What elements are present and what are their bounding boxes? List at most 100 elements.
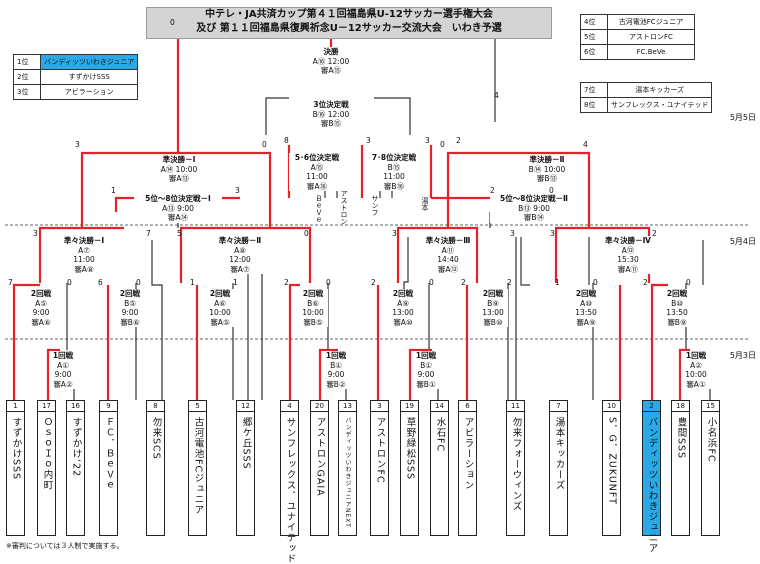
match-court: B⑥ bbox=[307, 298, 319, 308]
match-title: 2回戦 bbox=[482, 289, 504, 298]
match-time: 9:00 bbox=[327, 370, 345, 379]
match-referee: 審B⑮ bbox=[320, 119, 342, 128]
match-title: 準々決勝－Ⅳ bbox=[605, 236, 651, 245]
team-name: 勿来フォーウィンズ bbox=[510, 417, 522, 512]
match-title: 準々決勝－Ⅱ bbox=[218, 236, 262, 245]
team-name: 湯本キッカーズ bbox=[553, 417, 565, 491]
team-name: アビラーション bbox=[462, 417, 474, 491]
team-name: 豊間SSS bbox=[675, 417, 687, 460]
score-label: 6 bbox=[98, 278, 103, 287]
match-quarterfinal-1: 準々決勝－Ⅰ A⑦ 11:00 審A⑧ bbox=[56, 236, 112, 274]
match-round1: 1回戦 A② 10:00 審A① bbox=[681, 351, 711, 389]
match-time: 10:00 bbox=[685, 370, 707, 379]
match-referee: 審A⑥ bbox=[31, 317, 51, 327]
rank-row: 4位古河電池FCジュニア bbox=[580, 14, 695, 30]
score-label: 2 bbox=[507, 278, 512, 287]
team-seed: 15 bbox=[702, 401, 719, 412]
team-seed: 13 bbox=[339, 401, 356, 412]
team-seed: 5 bbox=[189, 401, 206, 412]
rank-pos: 7位 bbox=[580, 82, 608, 98]
team-name: サンフレックス．ユナイテッド bbox=[284, 417, 296, 564]
title-line-1: 中テレ・JA共済カップ第４１回福島県U-12サッカー選手権大会 bbox=[205, 9, 493, 20]
rank-table-left: 1位バンディッツいわきジュニア 2位すずかけSSS 3位アビラーション bbox=[13, 54, 139, 100]
match-round2: 2回戦 A⑩ 13:50 審A⑨ bbox=[571, 289, 601, 327]
match-classification-2: 5位～8位決定戦－Ⅱ B⑬ 9:00 審B⑭ bbox=[490, 194, 578, 223]
match-time: A⑬ 9:00 bbox=[162, 203, 194, 213]
team-name: ＦＣ．ＢｅＶｅ bbox=[103, 417, 115, 491]
match-semifinal-1: 準決勝－Ⅰ A⑭ 10:00 審A⑬ bbox=[148, 155, 210, 184]
match-round1: 1回戦 A① 9:00 審A② bbox=[49, 351, 77, 389]
date-label: 5月4日 bbox=[729, 237, 756, 246]
match-5-6-place: 5･6位決定戦 A⑮ 11:00 審A⑯ bbox=[289, 153, 345, 191]
score-label: 2 bbox=[490, 186, 495, 195]
team-seed: 10 bbox=[603, 401, 620, 412]
team-seed: 18 bbox=[672, 401, 689, 412]
team-abbrev-label: アストロン bbox=[340, 190, 348, 225]
match-time: 13:00 bbox=[482, 308, 504, 317]
score-label: 2 bbox=[284, 278, 289, 287]
score-label: 0 bbox=[136, 278, 141, 287]
match-time: 12:00 bbox=[229, 255, 251, 264]
score-label: 1 bbox=[190, 278, 195, 287]
team-name: すずかけ’22 bbox=[70, 417, 82, 478]
match-time: 10:00 bbox=[302, 308, 324, 317]
team-box: 13 バンディッツいわきジュニアNEXT bbox=[338, 400, 357, 536]
score-label: 3 bbox=[75, 140, 80, 149]
score-label: 1 bbox=[233, 278, 238, 287]
rank-team: バンディッツいわきジュニア bbox=[39, 54, 139, 70]
team-seed: 11 bbox=[507, 401, 524, 412]
rank-pos: 6位 bbox=[580, 44, 608, 60]
team-seed: 19 bbox=[401, 401, 418, 412]
score-label: 3 bbox=[33, 229, 38, 238]
team-abbrev-label: サンフ bbox=[371, 195, 379, 216]
score-label: 7 bbox=[8, 278, 13, 287]
match-title: 2回戦 bbox=[209, 289, 231, 298]
rank-row: 8位サンフレックス・ユナイテッド bbox=[580, 97, 713, 113]
match-referee: 審B① bbox=[416, 379, 436, 389]
rank-team: 古河電池FCジュニア bbox=[607, 14, 695, 30]
team-name: バンディッツいわきジュニアNEXT bbox=[344, 417, 351, 528]
match-title: 2回戦 bbox=[392, 289, 414, 298]
match-court: A⑮ bbox=[310, 162, 324, 172]
match-referee: 審A① bbox=[686, 379, 706, 389]
team-name: ＯｓｏＩｏ内町 bbox=[41, 417, 53, 491]
match-round1: 1回戦 B① 9:00 審B② bbox=[322, 351, 350, 389]
score-label: 0 bbox=[262, 140, 267, 149]
rank-row: 1位バンディッツいわきジュニア bbox=[13, 54, 139, 70]
team-name: 古河電池FCジュニア bbox=[192, 417, 204, 516]
match-court: B⑮ bbox=[387, 162, 401, 172]
score-label: 8 bbox=[284, 136, 289, 145]
score-label: 0 bbox=[440, 140, 445, 149]
rank-team: すずかけSSS bbox=[39, 69, 139, 85]
score-label: 0 bbox=[549, 186, 554, 195]
team-seed: 4 bbox=[281, 401, 298, 412]
rank-team: アストロンFC bbox=[607, 29, 695, 45]
match-time: A⑯ 12:00 bbox=[312, 56, 350, 66]
rank-pos: 4位 bbox=[580, 14, 608, 30]
footnote: ※審判については３人制で実施する。 bbox=[6, 542, 124, 550]
match-third-place: 3位決定戦 B⑯ 12:00 審B⑮ bbox=[302, 100, 360, 129]
team-seed: 1 bbox=[7, 401, 24, 412]
match-title: 1回戦 bbox=[52, 351, 74, 360]
match-title: 2回戦 bbox=[119, 289, 141, 298]
score-label: 4 bbox=[583, 140, 588, 149]
match-referee: 審A⑦ bbox=[230, 264, 250, 274]
team-seed: 17 bbox=[38, 401, 55, 412]
team-name: 水石FC bbox=[434, 417, 446, 453]
score-label: 0 bbox=[67, 278, 72, 287]
match-referee: 審A⑧ bbox=[74, 264, 94, 274]
team-seed: 16 bbox=[67, 401, 84, 412]
match-7-8-place: 7･8位決定戦 B⑮ 11:00 審B⑯ bbox=[366, 153, 422, 191]
match-round2: 2回戦 B⑥ 10:00 審B⑤ bbox=[298, 289, 328, 327]
match-court: A② bbox=[690, 360, 702, 370]
team-name: バンディッツいわきジュニア bbox=[646, 417, 658, 554]
match-round1: 1回戦 B① 9:00 審B① bbox=[412, 351, 440, 389]
